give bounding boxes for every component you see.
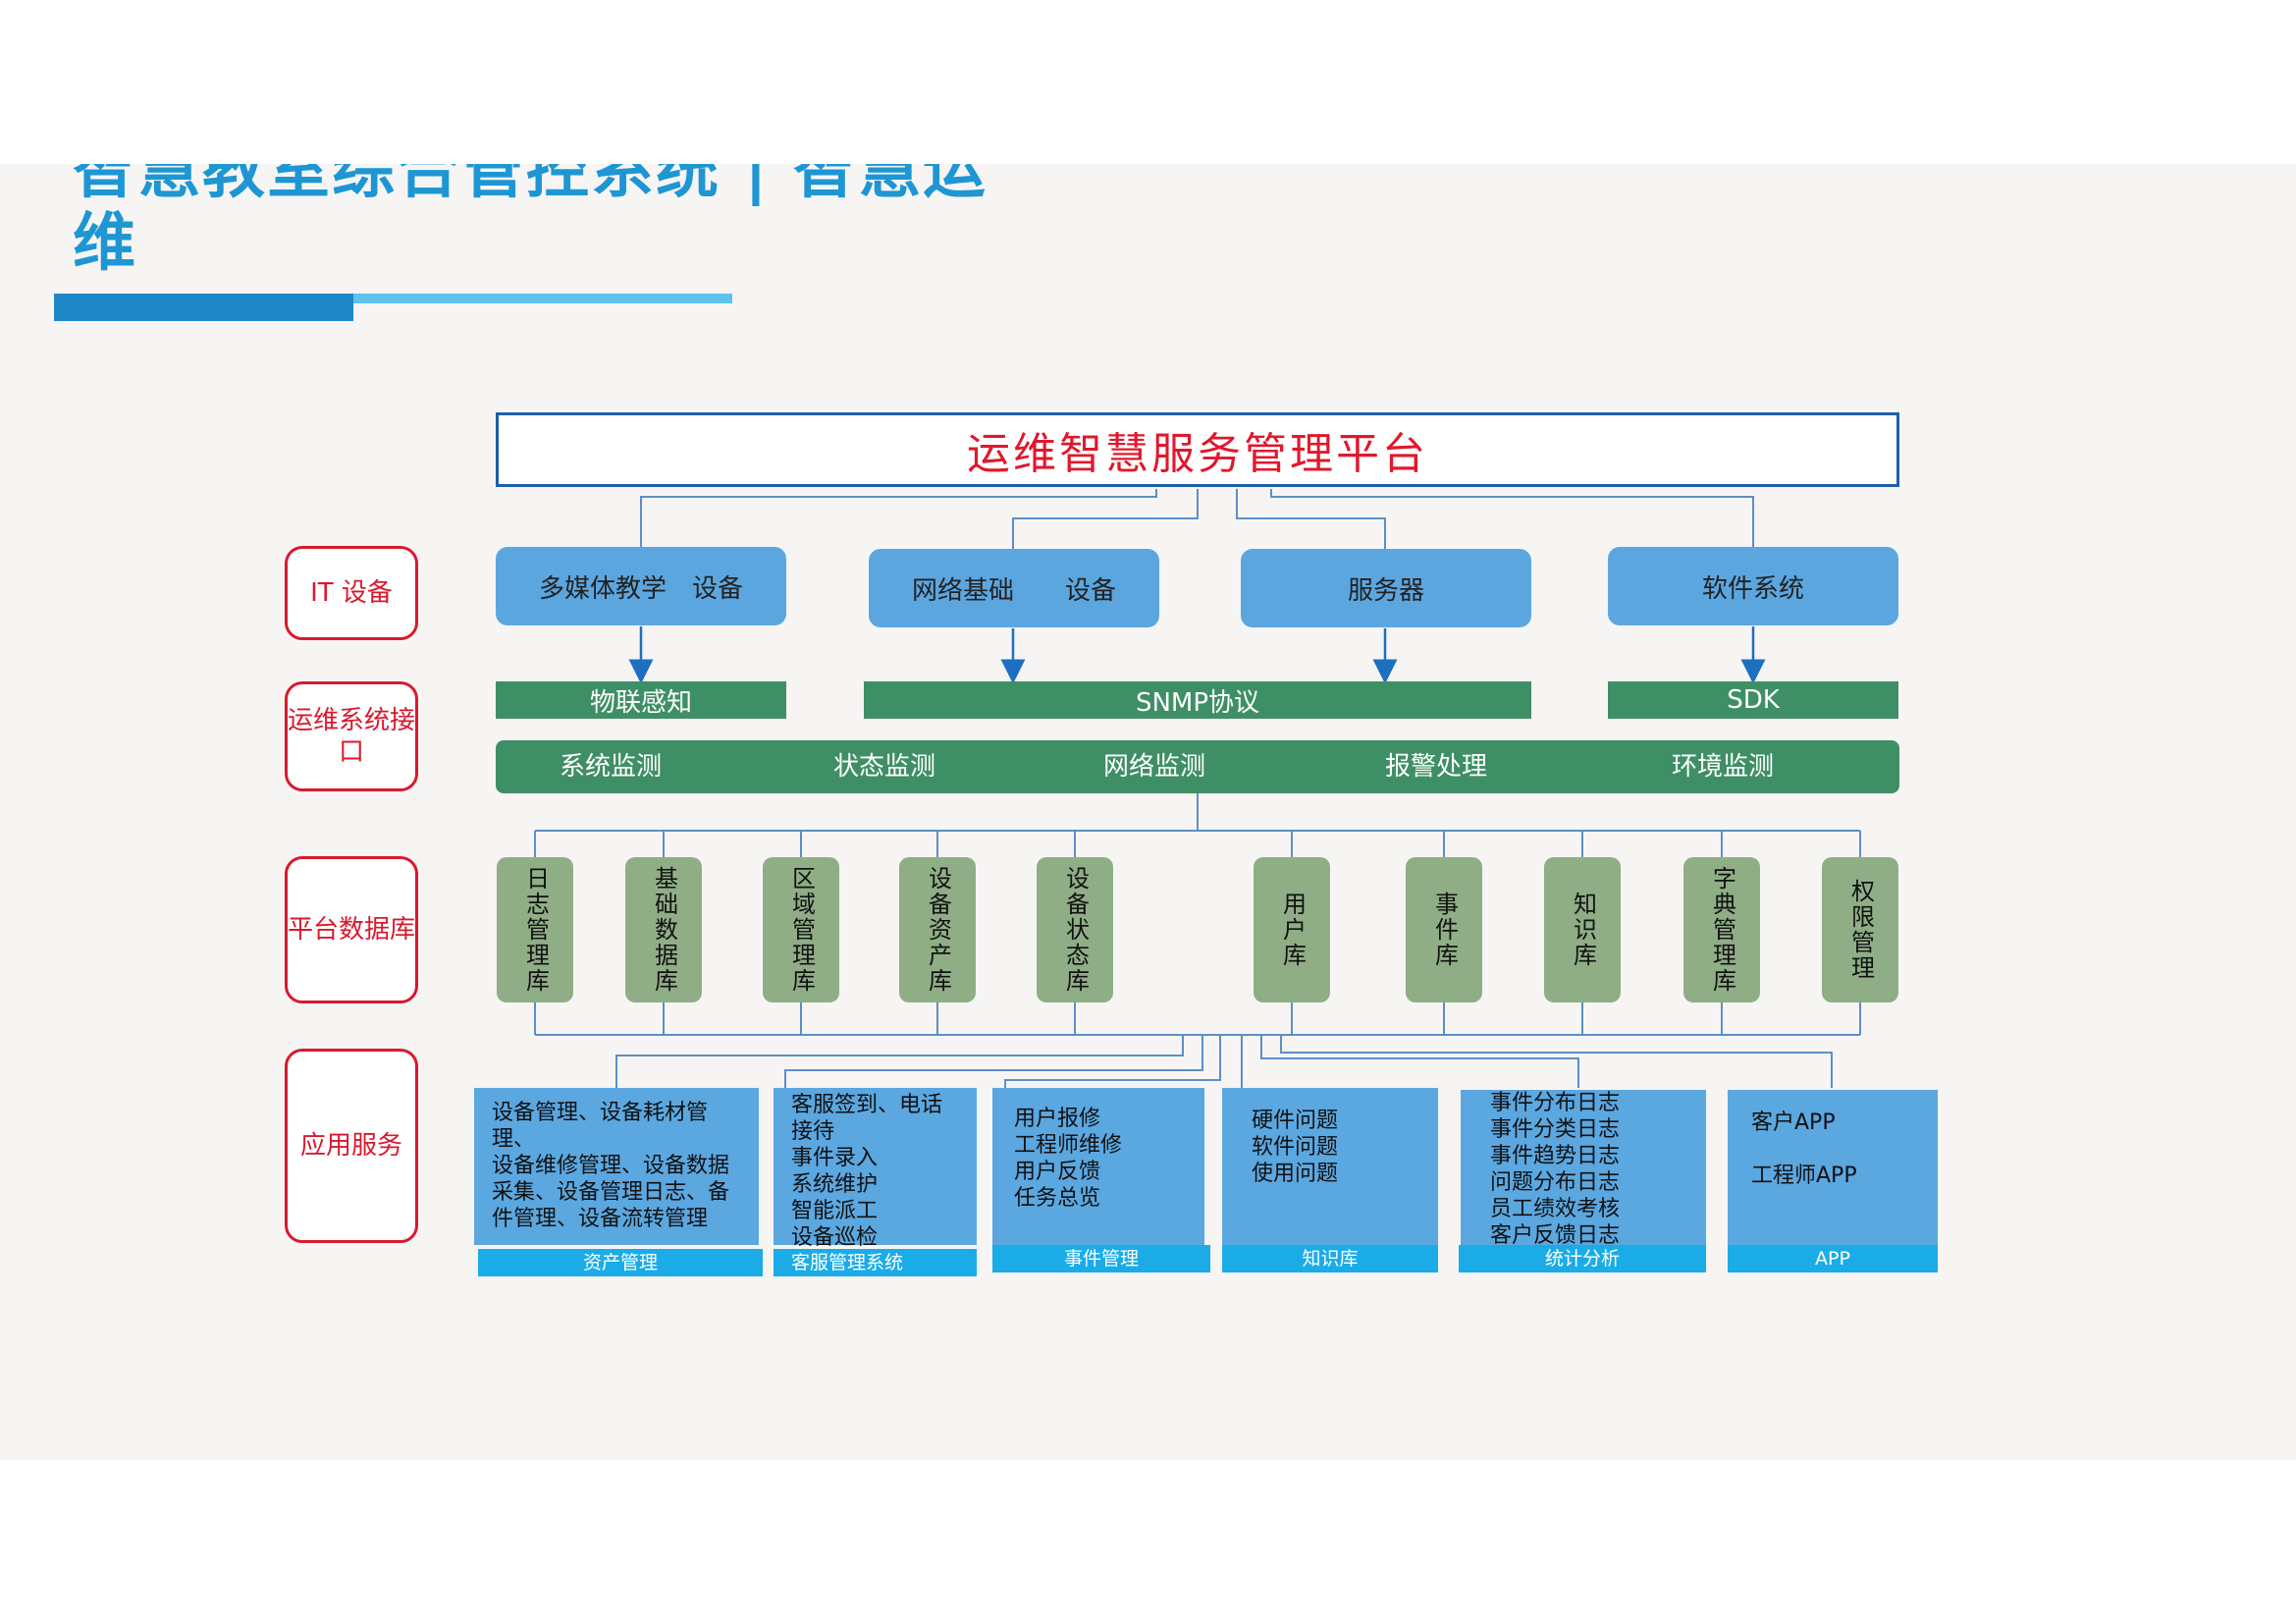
service-asset-label: 资产管理 — [478, 1249, 763, 1276]
monitor-alarm: 报警处理 — [1385, 752, 1488, 782]
service-line: 事件趋势日志 — [1490, 1144, 1621, 1168]
service-line: 用户反馈 — [1014, 1160, 1101, 1184]
service-line: 员工绩效考核 — [1490, 1197, 1621, 1221]
title-underline-light — [353, 294, 732, 303]
title-underline-dark — [54, 294, 353, 321]
db-asset: 设备资产库 — [899, 857, 976, 1002]
service-line: 件管理、设备流转管理 — [492, 1207, 709, 1231]
service-line: 事件录入 — [791, 1146, 879, 1170]
interface-snmp: SNMP协议 — [864, 681, 1531, 719]
row-label-interfaces: 运维系统接口 — [285, 681, 418, 791]
service-line: 客户APP — [1751, 1110, 1836, 1135]
service-event-label: 事件管理 — [992, 1245, 1210, 1272]
page-title: 智慧教室综合管控系统 | 智慧运维 — [73, 164, 988, 280]
monitoring-bar — [496, 740, 1899, 793]
device-network: 网络基础 设备 — [869, 549, 1159, 627]
service-line: 客服签到、电话 — [791, 1093, 943, 1117]
interface-sdk: SDK — [1608, 681, 1898, 719]
service-line: 设备巡检 — [791, 1225, 879, 1250]
service-line: 接待 — [791, 1119, 835, 1144]
db-area: 区域管理库 — [763, 857, 839, 1002]
row-label-databases: 平台数据库 — [285, 856, 418, 1003]
device-server: 服务器 — [1241, 549, 1531, 627]
service-line: 使用问题 — [1252, 1162, 1339, 1186]
service-knowledge-label: 知识库 — [1222, 1245, 1438, 1272]
service-line: 用户报修 — [1014, 1107, 1101, 1131]
db-user: 用户库 — [1254, 857, 1330, 1002]
service-line: 事件分类日志 — [1490, 1117, 1621, 1142]
row-label-services: 应用服务 — [285, 1049, 418, 1243]
interface-iot: 物联感知 — [496, 681, 786, 719]
db-log: 日志管理库 — [497, 857, 573, 1002]
service-support-label: 客服管理系统 — [774, 1249, 977, 1276]
monitor-status: 状态监测 — [833, 752, 936, 782]
db-event: 事件库 — [1406, 857, 1482, 1002]
service-line: 任务总览 — [1014, 1186, 1101, 1211]
service-stats-label: 统计分析 — [1459, 1245, 1706, 1272]
db-dictionary: 字典管理库 — [1683, 857, 1760, 1002]
service-knowledge-box: 硬件问题 软件问题 使用问题 — [1222, 1088, 1438, 1247]
service-line: 采集、设备管理日志、备 — [492, 1180, 730, 1205]
service-app-label: APP — [1728, 1245, 1938, 1272]
monitor-environment: 环境监测 — [1672, 752, 1775, 782]
service-line: 事件分布日志 — [1490, 1091, 1621, 1115]
service-event-box: 用户报修 工程师维修 用户反馈 任务总览 — [992, 1088, 1204, 1245]
service-asset-box: 设备管理、设备耗材管理、 设备维修管理、设备数据 采集、设备管理日志、备 件管理… — [474, 1088, 759, 1245]
db-device-status: 设备状态库 — [1037, 857, 1113, 1002]
service-line: 硬件问题 — [1252, 1109, 1339, 1133]
service-stats-box: 事件分布日志 事件分类日志 事件趋势日志 问题分布日志 员工绩效考核 客户反馈日… — [1461, 1090, 1706, 1248]
db-knowledge: 知识库 — [1544, 857, 1621, 1002]
platform-box: 运维智慧服务管理平台 — [496, 412, 1899, 487]
monitor-network: 网络监测 — [1103, 752, 1206, 782]
service-line: 设备维修管理、设备数据 — [492, 1154, 730, 1178]
service-line: 问题分布日志 — [1490, 1170, 1621, 1195]
service-support-box: 客服签到、电话 接待 事件录入 系统维护 智能派工 设备巡检 — [774, 1088, 977, 1250]
service-line-spacer — [1751, 1136, 1914, 1163]
service-line: 工程师APP — [1751, 1164, 1857, 1188]
service-line: 设备管理、设备耗材管理、 — [492, 1101, 709, 1152]
db-permission: 权限管理 — [1822, 857, 1898, 1002]
db-basic: 基础数据库 — [625, 857, 702, 1002]
service-app-box: 客户APP 工程师APP — [1728, 1090, 1938, 1245]
row-label-it-devices: IT 设备 — [285, 546, 418, 640]
service-line: 工程师维修 — [1014, 1133, 1123, 1158]
device-software: 软件系统 — [1608, 547, 1898, 625]
device-multimedia: 多媒体教学 设备 — [496, 547, 786, 625]
service-line: 客户反馈日志 — [1490, 1223, 1621, 1248]
service-line: 智能派工 — [791, 1199, 879, 1223]
service-line: 软件问题 — [1252, 1135, 1339, 1160]
service-line: 系统维护 — [791, 1172, 879, 1197]
monitor-system: 系统监测 — [560, 752, 663, 782]
